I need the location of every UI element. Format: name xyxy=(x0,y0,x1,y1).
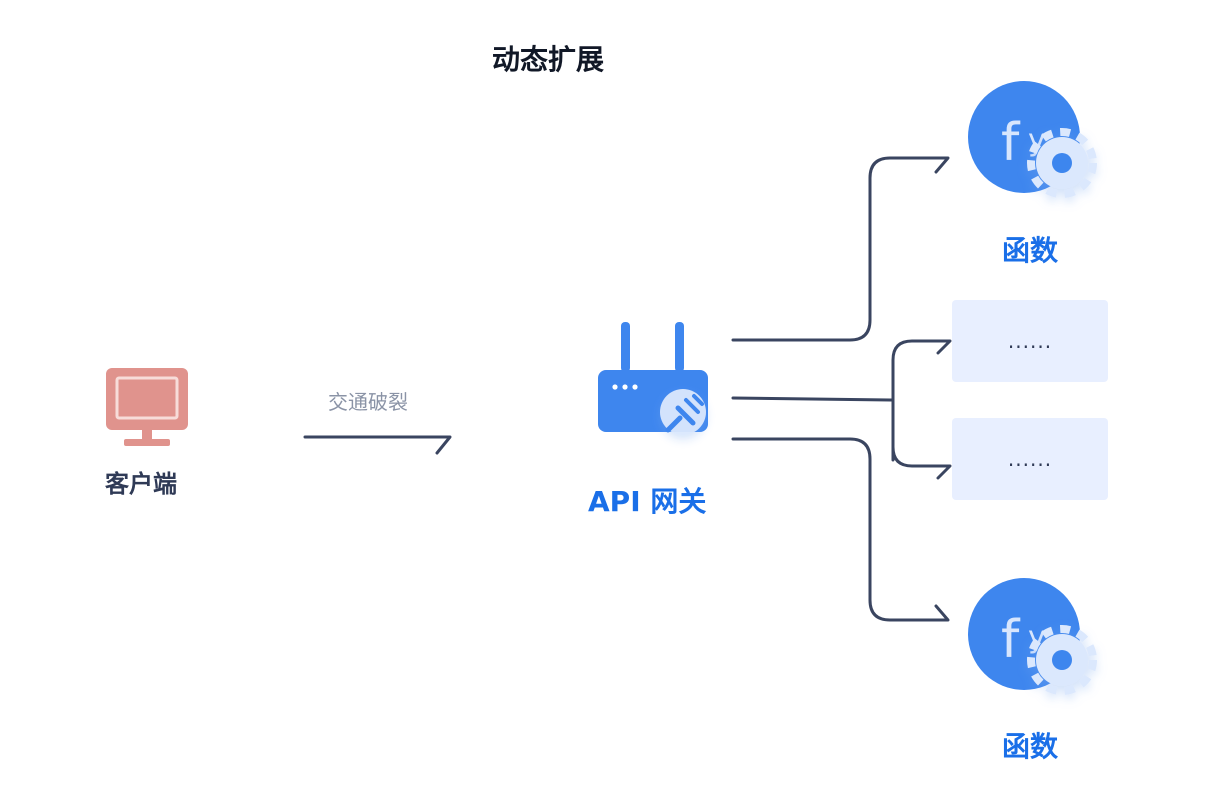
connector-to-function-1 xyxy=(731,156,950,342)
plug-icon xyxy=(660,389,706,435)
function-gear-icon: f y xyxy=(968,81,1097,198)
client-to-gateway-arrow xyxy=(303,435,452,455)
client-label: 客户端 xyxy=(105,470,177,498)
edge-label: 交通破裂 xyxy=(328,390,408,414)
placeholder-ellipsis: ...... xyxy=(1007,447,1053,471)
diagram-title: 动态扩展 xyxy=(492,43,605,76)
connector-to-placeholder-1 xyxy=(891,339,952,462)
svg-text:f: f xyxy=(1001,610,1021,670)
function-gear-icon: f y xyxy=(968,578,1097,695)
monitor-icon xyxy=(106,368,188,446)
connector-trunk xyxy=(731,396,895,402)
placeholder-box: ...... xyxy=(952,300,1108,382)
gateway-connectors xyxy=(731,156,952,622)
function-label: 函数 xyxy=(1002,234,1059,267)
connector-to-placeholder-2 xyxy=(891,398,952,480)
function-label: 函数 xyxy=(1002,730,1059,763)
placeholder-ellipsis: ...... xyxy=(1007,329,1053,353)
placeholder-box: ...... xyxy=(952,418,1108,500)
connector-to-function-2 xyxy=(731,437,950,622)
router-icon xyxy=(598,322,708,435)
gateway-label: API 网关 xyxy=(588,485,707,518)
svg-text:f: f xyxy=(1001,113,1021,173)
